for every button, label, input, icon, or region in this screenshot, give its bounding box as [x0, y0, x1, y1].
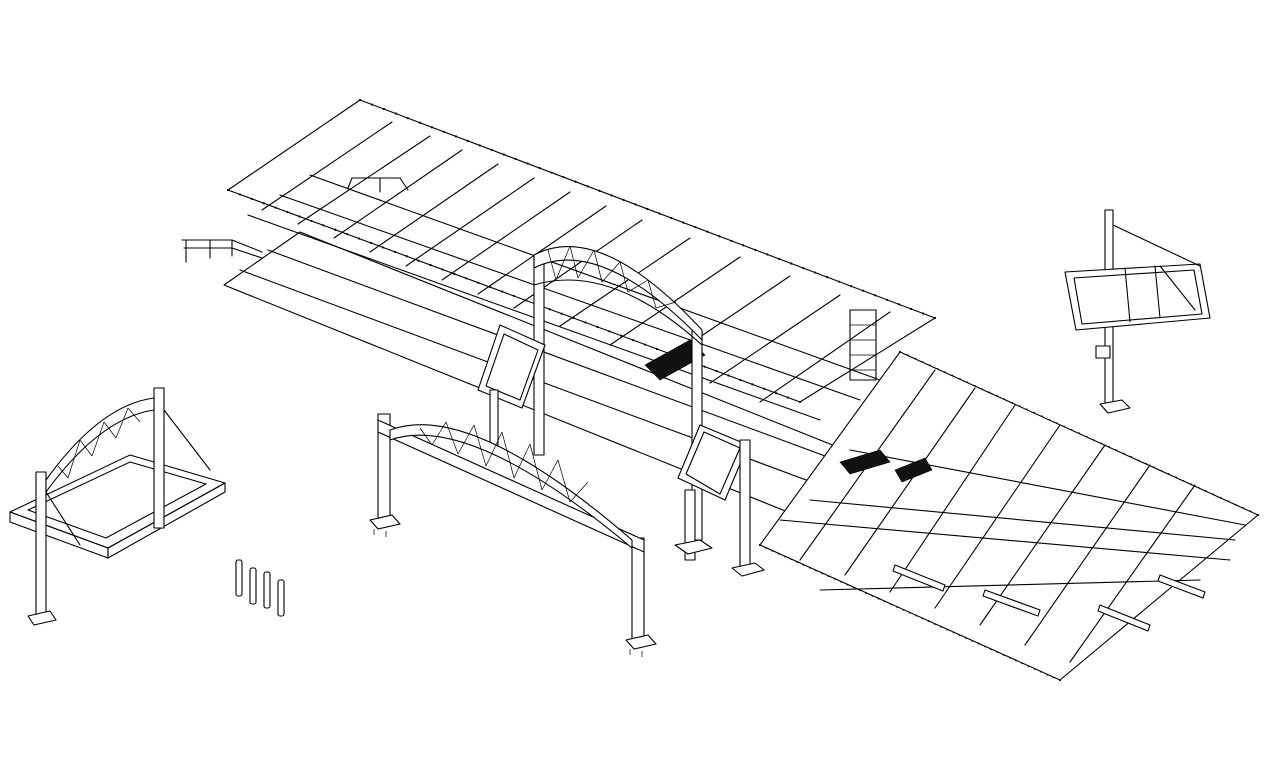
rebar-dot: [430, 126, 433, 129]
floor-deck-right: [759, 351, 1259, 681]
rebar-dot: [418, 121, 421, 124]
rebar-dot: [754, 248, 757, 251]
rebar-dot: [897, 303, 901, 306]
rebar-dot: [405, 255, 408, 258]
rebar-dot: [394, 112, 398, 115]
rebar-dot: [490, 148, 493, 152]
arched-truss-portal-front: [369, 413, 657, 657]
rebar-dot: [453, 272, 456, 276]
rebar-dot: [562, 176, 565, 179]
rebar-dot: [751, 383, 754, 386]
stair-railings: [181, 239, 263, 263]
rebar-dot: [429, 263, 432, 267]
rebar-dot: [500, 290, 504, 293]
rebar-dot: [766, 253, 769, 256]
rebar-dot: [643, 343, 647, 346]
rebar-dot: [814, 271, 817, 274]
rebar-dot: [442, 130, 445, 133]
rebar-dot: [334, 228, 337, 231]
bollard-posts: [235, 559, 285, 617]
rebar-dot: [369, 241, 373, 245]
rebar-dot: [933, 316, 937, 320]
rebar-dot: [586, 185, 589, 188]
tower-frame-right: [1064, 209, 1211, 414]
rebar-dot: [406, 117, 410, 120]
rebar-dot: [874, 294, 877, 297]
rebar-dot: [478, 144, 481, 147]
rebar-dot: [584, 321, 587, 324]
rebar-dot: [226, 188, 230, 192]
rebar-dot: [703, 365, 706, 368]
rebar-dot: [274, 206, 277, 209]
rebar-dot: [393, 250, 396, 253]
rebar-dot: [238, 193, 242, 196]
rebar-dot: [802, 266, 805, 270]
rebar-dot: [909, 307, 913, 311]
rebar-dot: [357, 237, 361, 240]
truss-canopy-left: [9, 387, 226, 626]
rebar-dot: [608, 330, 611, 333]
rebar-dot: [477, 281, 480, 284]
rebar-dot: [775, 392, 778, 395]
rebar-dot: [694, 226, 697, 229]
rebar-dot: [706, 230, 709, 233]
rebar-dot: [622, 198, 625, 202]
rebar-dot: [550, 171, 553, 174]
rebar-dot: [322, 224, 325, 227]
rebar-dot: [790, 262, 793, 265]
rebar-dot: [514, 157, 517, 161]
rebar-dot: [454, 135, 457, 138]
rebar-dot: [417, 259, 420, 262]
rebar-dot: [538, 167, 541, 170]
rebar-dot: [381, 246, 385, 249]
rebar-dot: [826, 276, 829, 279]
rebar-dot: [598, 189, 601, 192]
rebar-dot: [658, 212, 661, 215]
rebar-dot: [646, 207, 649, 211]
arched-truss-portal-back: [477, 245, 877, 577]
rebar-dot: [298, 215, 301, 218]
rebar-dot: [370, 103, 374, 106]
rebar-dot: [786, 396, 790, 399]
rebar-dot: [548, 308, 551, 311]
rebar-dot: [466, 139, 469, 142]
rebar-dot: [730, 239, 733, 242]
rebar-dot: [742, 244, 745, 247]
rebar-dot: [838, 280, 841, 283]
rebar-dot: [885, 298, 889, 301]
rebar-dot: [632, 339, 635, 342]
rebar-dot: [465, 277, 468, 280]
rebar-dot: [862, 289, 865, 292]
rebar-dot: [763, 387, 766, 390]
rebar-dot: [596, 325, 599, 329]
rebar-dot: [850, 285, 853, 288]
rebar-dot: [560, 312, 563, 315]
rebar-dot: [634, 203, 637, 206]
rebar-dot: [718, 235, 721, 238]
rebar-dot: [778, 257, 781, 261]
rebar-dot: [441, 268, 444, 271]
rebar-dot: [574, 180, 577, 183]
rebar-dot: [358, 98, 362, 102]
rebar-dot: [682, 221, 685, 224]
rebar-dot: [620, 334, 623, 337]
rebar-dot: [382, 107, 386, 111]
rebar-dot: [670, 216, 673, 220]
rebar-dot: [346, 233, 349, 236]
rebar-dot: [310, 219, 313, 223]
rebar-dot: [715, 369, 718, 373]
rebar-dot: [727, 374, 730, 377]
rebar-dot: [286, 210, 289, 214]
rebar-dot: [502, 153, 505, 156]
rebar-dot: [262, 202, 265, 205]
rebar-dot: [250, 197, 253, 200]
rebar-dot: [798, 400, 802, 404]
rebar-dot: [512, 294, 516, 298]
rebar-dot: [739, 378, 742, 382]
rebar-dot: [610, 194, 613, 197]
rebar-dot: [921, 312, 925, 315]
rebar-dot: [526, 162, 529, 165]
rebar-dot: [655, 347, 659, 351]
